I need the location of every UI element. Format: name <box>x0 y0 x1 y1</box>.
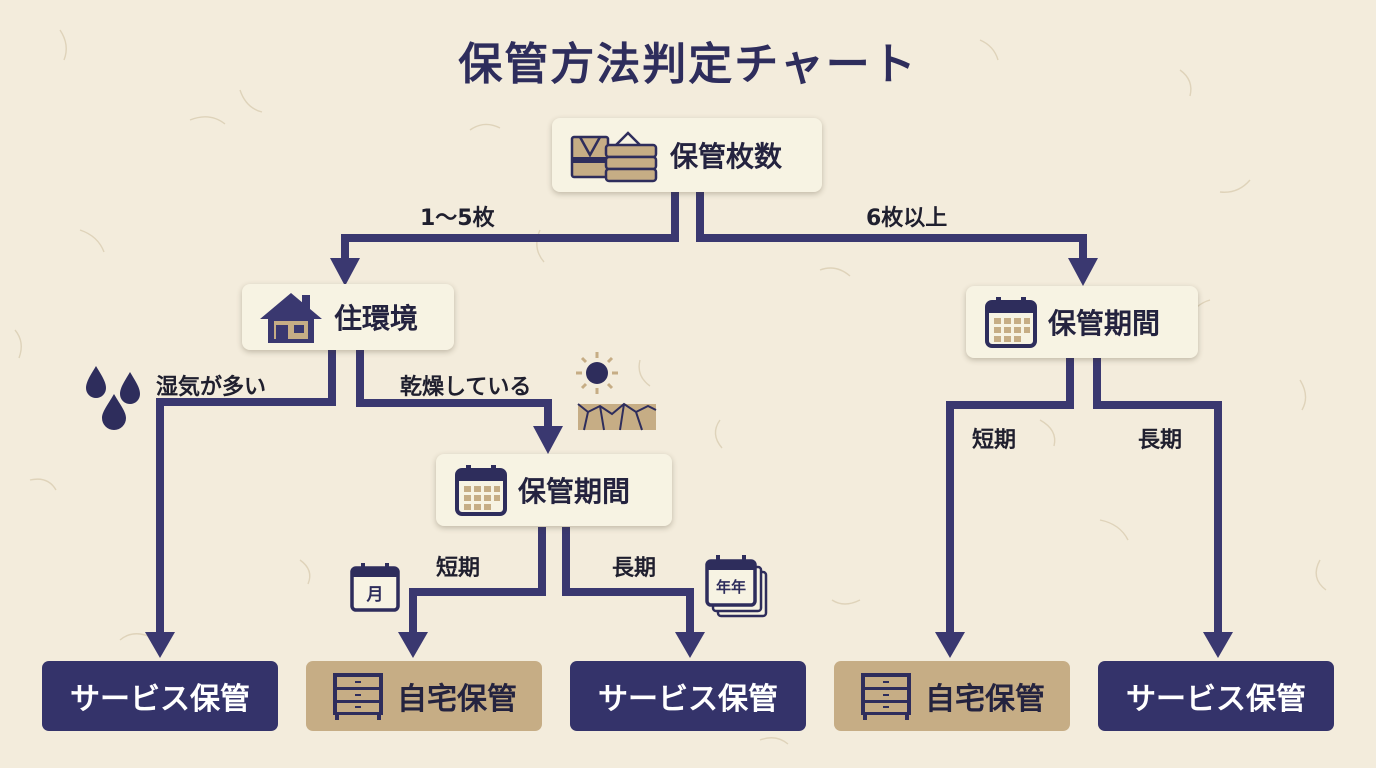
node-label: 保管期間 <box>1048 307 1161 340</box>
result-home-storage: 自宅保管 <box>834 661 1070 731</box>
arrowhead <box>398 632 428 658</box>
water-drops-icon <box>86 366 140 430</box>
dresser-icon <box>861 673 911 720</box>
node-period-right: 保管期間 <box>966 286 1198 358</box>
result-label: サービス保管 <box>1126 682 1306 717</box>
branch-label-many: 6枚以上 <box>866 206 948 231</box>
branch-label-long-right: 長期 <box>1138 428 1183 453</box>
node-environment: 住環境 <box>242 284 454 350</box>
dresser-icon <box>333 673 383 720</box>
connector-root-to-period-right <box>696 190 1087 262</box>
arrowhead <box>1203 632 1233 658</box>
connector-short-right <box>946 358 1074 636</box>
branch-label-long-left: 長期 <box>612 556 657 581</box>
year-calendar-icon: 年年 <box>704 554 770 620</box>
arrowhead <box>533 426 563 454</box>
arrowhead <box>675 632 705 658</box>
connector-root-to-environment <box>341 190 679 262</box>
connector-long-right <box>1093 358 1222 636</box>
month-calendar-text: 月 <box>366 585 384 605</box>
house-icon <box>260 293 322 343</box>
result-service-storage: サービス保管 <box>1098 661 1334 731</box>
result-service-storage: サービス保管 <box>42 661 278 731</box>
arrowhead <box>145 632 175 658</box>
connector-humid <box>156 348 336 636</box>
kimono-stack-icon <box>570 131 658 183</box>
result-label: サービス保管 <box>70 682 250 717</box>
page-title: 保管方法判定チャート <box>458 39 918 90</box>
calendar-icon <box>455 465 507 516</box>
node-storage-count: 保管枚数 <box>552 118 822 192</box>
connector-dry <box>356 348 552 430</box>
arrowhead <box>330 258 360 286</box>
result-label: サービス保管 <box>598 682 778 717</box>
branch-label-short-left: 短期 <box>436 556 481 581</box>
arrowhead <box>1068 258 1098 286</box>
branch-label-few: 1〜5枚 <box>420 206 495 231</box>
result-service-storage: サービス保管 <box>570 661 806 731</box>
result-label: 自宅保管 <box>925 682 1045 717</box>
result-home-storage: 自宅保管 <box>306 661 542 731</box>
result-label: 自宅保管 <box>397 682 517 717</box>
node-period-left: 保管期間 <box>436 454 672 526</box>
arrowhead <box>935 632 965 658</box>
branch-label-short-right: 短期 <box>972 428 1017 453</box>
node-label: 保管期間 <box>518 475 631 508</box>
node-label: 住環境 <box>334 302 419 335</box>
year-calendar-text: 年年 <box>715 578 746 596</box>
month-calendar-icon: 月 <box>350 562 400 612</box>
connector-long-left <box>562 527 694 636</box>
cracked-ground-icon <box>577 402 657 431</box>
branch-label-humid: 湿気が多い <box>156 375 267 400</box>
sun-icon <box>576 352 618 394</box>
node-label: 保管枚数 <box>670 140 783 173</box>
calendar-icon <box>985 297 1037 348</box>
branch-label-dry: 乾燥している <box>400 375 532 400</box>
connector-short-left <box>409 527 546 636</box>
